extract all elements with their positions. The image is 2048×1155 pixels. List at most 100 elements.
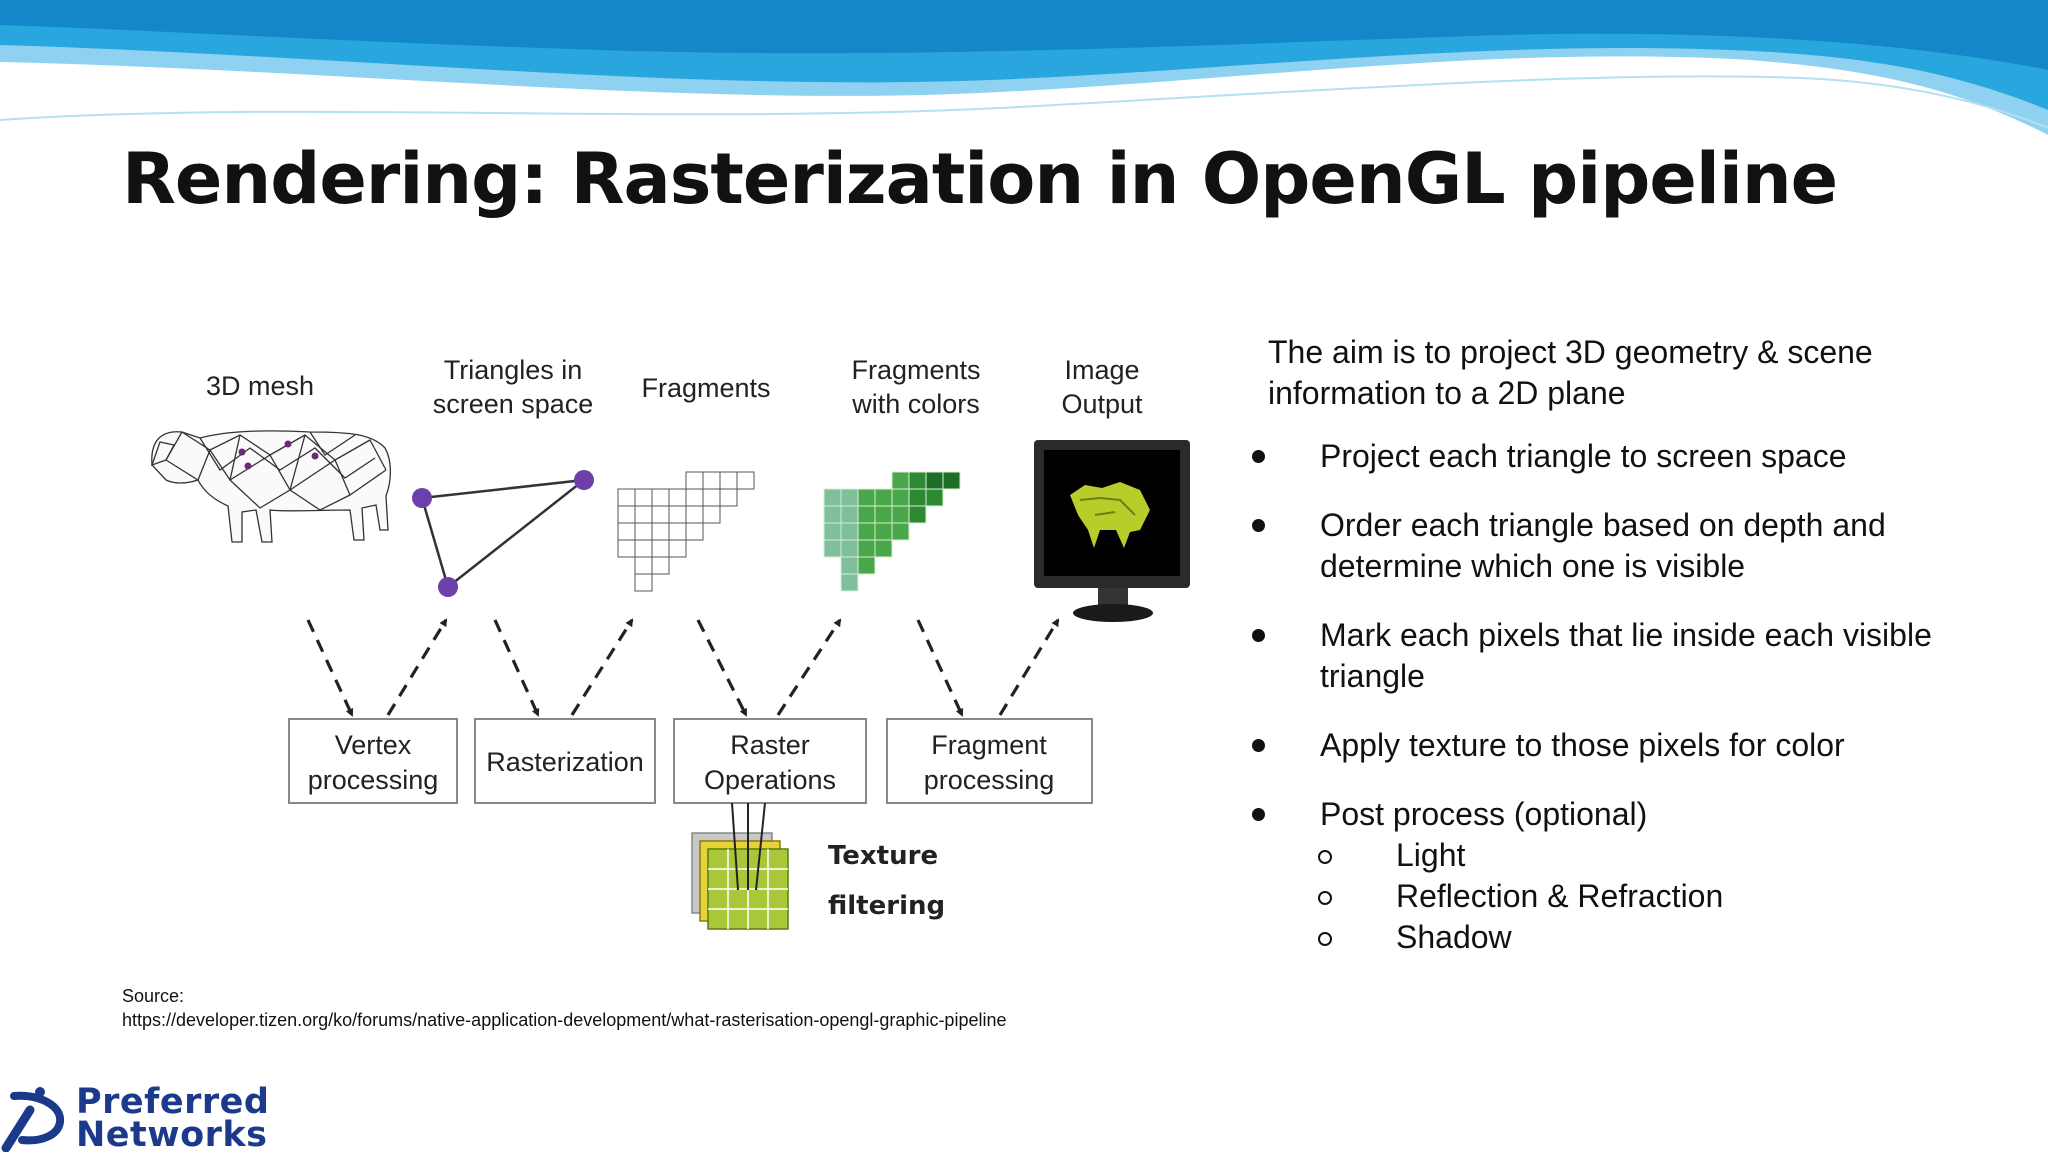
- bullet-item: Mark each pixels that lie inside each vi…: [1240, 615, 2020, 697]
- raster-operations-l1: Raster: [730, 730, 810, 760]
- fragment-cell: [925, 488, 944, 507]
- label-triangles-l1: Triangles in: [444, 355, 583, 385]
- logo-line-2: Networks: [76, 1115, 268, 1155]
- label-colored-l1: Fragments: [851, 355, 980, 385]
- bullet-dot-icon: [1252, 808, 1265, 821]
- fragment-cell: [840, 573, 859, 592]
- fragment-cell: [857, 522, 876, 541]
- fragment-cell: [634, 505, 653, 524]
- fragment-cell: [617, 505, 636, 524]
- sub-bullet-text: Reflection & Refraction: [1396, 878, 1724, 914]
- bullet-item: Project each triangle to screen space: [1240, 436, 2020, 477]
- fragment-cell: [823, 505, 842, 524]
- bullet-dot-icon: [1252, 739, 1265, 752]
- circle-bullet-icon: [1318, 891, 1332, 905]
- screen-triangle-image: [412, 470, 594, 597]
- fragment-processing-l1: Fragment: [931, 730, 1047, 760]
- bullet-item: Order each triangle based on depth and d…: [1240, 505, 2020, 587]
- bullet-text: Post process (optional): [1320, 796, 1648, 832]
- source-url: https://developer.tizen.org/ko/forums/na…: [122, 1010, 1007, 1030]
- fragment-cell: [651, 522, 670, 541]
- sub-bullet-text: Light: [1396, 837, 1466, 873]
- fragment-cell: [651, 488, 670, 507]
- fragment-cell: [668, 522, 687, 541]
- fragment-cell: [719, 488, 738, 507]
- fragment-cell: [634, 539, 653, 558]
- fragment-cell: [634, 556, 653, 575]
- label-colored-l2: with colors: [851, 389, 980, 419]
- fragment-cell: [736, 471, 755, 490]
- fragment-cell: [651, 556, 670, 575]
- fragment-cell: [857, 488, 876, 507]
- fragment-cell: [668, 505, 687, 524]
- fragment-processing-box: Fragment processing: [886, 718, 1093, 804]
- label-3d-mesh: 3D mesh: [206, 371, 314, 401]
- fragment-cell: [702, 505, 721, 524]
- fragment-cell: [925, 471, 944, 490]
- label-image-l2: Output: [1061, 389, 1143, 419]
- colored-fragments-image: [823, 471, 961, 592]
- pipeline-arrows: [306, 618, 1060, 717]
- bullet-item: Apply texture to those pixels for color: [1240, 725, 2020, 766]
- fragment-cell: [651, 539, 670, 558]
- cow-mesh-image: [150, 430, 392, 543]
- bullet-text: Order each triangle based on depth and d…: [1320, 507, 1886, 584]
- fragment-cell: [857, 539, 876, 558]
- fragment-cell: [908, 471, 927, 490]
- fragment-cell: [685, 488, 704, 507]
- fragment-cell: [823, 488, 842, 507]
- sub-bullet-item: Light: [1318, 835, 2020, 876]
- circle-bullet-icon: [1318, 932, 1332, 946]
- sub-bullet-text: Shadow: [1396, 919, 1512, 955]
- fragment-cell: [874, 505, 893, 524]
- fragment-cell: [857, 556, 876, 575]
- fragment-cell: [651, 505, 670, 524]
- fragment-cell: [942, 471, 961, 490]
- vertex-processing-l2: processing: [308, 765, 439, 795]
- fragment-cell: [908, 488, 927, 507]
- fragment-cell: [840, 488, 859, 507]
- bullet-dot-icon: [1252, 519, 1265, 532]
- bullet-item: Post process (optional) Light Reflection…: [1240, 794, 2020, 958]
- slide-title: Rendering: Rasterization in OpenGL pipel…: [122, 138, 1838, 220]
- texture-label-l1: Texture: [828, 841, 938, 871]
- fragment-cell: [617, 539, 636, 558]
- fragment-cell: [668, 539, 687, 558]
- raster-operations-l2: Operations: [704, 765, 836, 795]
- fragment-cell: [891, 488, 910, 507]
- intro-text: The aim is to project 3D geometry & scen…: [1268, 334, 1873, 411]
- fragment-cell: [840, 556, 859, 575]
- fragment-cell: [823, 539, 842, 558]
- company-logo: Preferred Networks: [0, 1082, 320, 1155]
- raster-operations-box: Raster Operations: [673, 718, 867, 804]
- fragment-cell: [840, 505, 859, 524]
- fragment-cell: [908, 505, 927, 524]
- logo-mark-icon: [1, 1087, 65, 1152]
- source-citation: Source: https://developer.tizen.org/ko/f…: [122, 984, 1007, 1032]
- fragment-cell: [668, 488, 687, 507]
- fragment-cell: [823, 522, 842, 541]
- bullet-dot-icon: [1252, 629, 1265, 642]
- circle-bullet-icon: [1318, 850, 1332, 864]
- sub-bullet-item: Reflection & Refraction: [1318, 876, 2020, 917]
- fragment-cell: [840, 539, 859, 558]
- vertex-processing-box: Vertex processing: [288, 718, 458, 804]
- bullet-text: Mark each pixels that lie inside each vi…: [1320, 617, 1932, 694]
- logo-line-1: Preferred: [76, 1082, 270, 1122]
- bullet-text: Apply texture to those pixels for color: [1320, 727, 1845, 763]
- label-image-l1: Image: [1064, 355, 1139, 385]
- fragment-cell: [874, 539, 893, 558]
- fragment-cell: [891, 505, 910, 524]
- fragment-cell: [874, 522, 893, 541]
- fragment-cell: [685, 471, 704, 490]
- pipeline-diagram: 3D mesh Triangles in screen space Fragme…: [150, 355, 1190, 930]
- fragment-cell: [634, 573, 653, 592]
- texture-label-l2: filtering: [828, 891, 945, 921]
- source-label: Source:: [122, 986, 185, 1006]
- fragment-cell: [702, 471, 721, 490]
- fragment-cell: [874, 488, 893, 507]
- fragment-cell: [685, 505, 704, 524]
- sub-bullet-item: Shadow: [1318, 917, 2020, 958]
- fragment-processing-l2: processing: [924, 765, 1055, 795]
- rasterization-box: Rasterization: [474, 718, 656, 804]
